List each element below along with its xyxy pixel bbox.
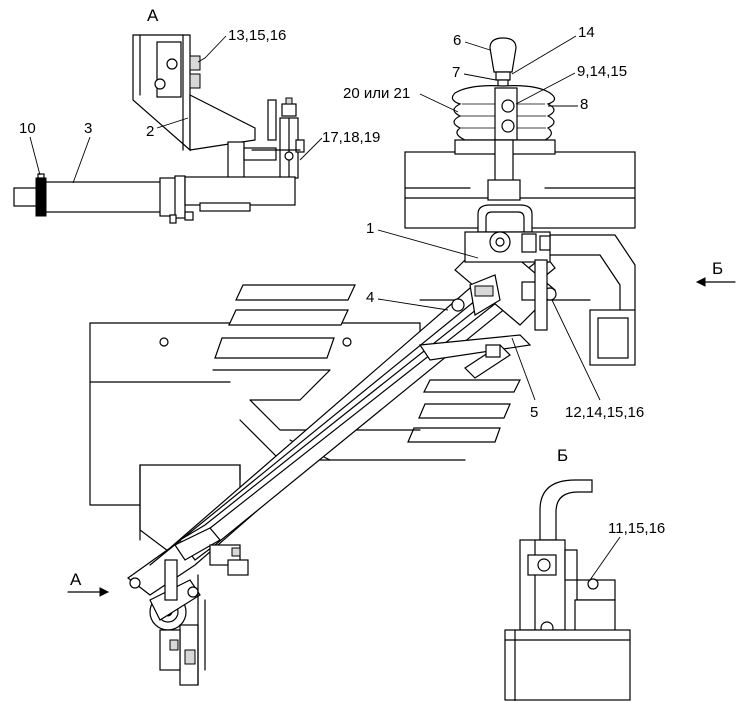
callout-4: 4 — [366, 289, 374, 306]
callout-2: 2 — [146, 123, 154, 140]
callout-13-15-16: 13,15,16 — [228, 27, 286, 44]
callout-1: 1 — [366, 220, 374, 237]
callout-10: 10 — [19, 120, 36, 137]
callout-6: 6 — [453, 32, 461, 49]
callout-20-21: 20 или 21 — [343, 85, 410, 102]
arrow-a-label: А — [70, 570, 82, 589]
view-a-title: А — [147, 6, 159, 25]
view-a-detail: А 13,15,16 2 — [13, 6, 380, 224]
callout-5: 5 — [530, 404, 538, 421]
callout-7: 7 — [452, 64, 460, 81]
callout-11-15-16: 11,15,16 — [608, 520, 665, 537]
view-b-detail: Б 11,15,16 — [504, 446, 665, 701]
main-view: 1 4 5 12,14,15,16 — [89, 220, 644, 686]
arrow-b-label: Б — [712, 259, 723, 278]
view-arrow-a: А — [67, 570, 110, 597]
view-arrow-b: Б — [695, 259, 736, 287]
view-b-title: Б — [557, 446, 568, 465]
lever-knob-assembly: 6 14 7 9,14,15 20 или 21 8 — [343, 24, 636, 233]
callout-12-14-15-16: 12,14,15,16 — [565, 404, 644, 421]
callout-17-18-19: 17,18,19 — [322, 129, 380, 146]
callout-14: 14 — [578, 24, 595, 41]
callout-8: 8 — [580, 96, 588, 113]
callout-9-14-15: 9,14,15 — [577, 63, 627, 80]
callout-3: 3 — [84, 120, 92, 137]
